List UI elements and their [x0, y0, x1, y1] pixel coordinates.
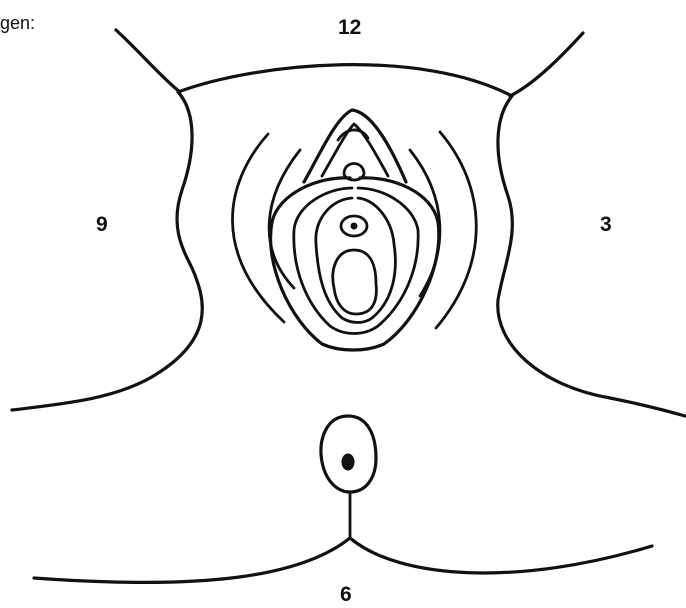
lower-oval-dot	[342, 454, 355, 471]
left-thigh-contour	[12, 92, 202, 410]
bottom-right-curve	[350, 538, 652, 573]
inner-right-fold	[410, 150, 440, 296]
outer-right-fold	[436, 132, 476, 328]
central-opening	[333, 250, 377, 314]
top-arc	[178, 65, 512, 96]
bottom-left-curve	[34, 538, 350, 582]
right-thigh-contour	[498, 96, 685, 416]
inner-labia	[294, 188, 418, 334]
upper-left-crease	[116, 30, 180, 92]
upper-ring-dot	[351, 223, 358, 230]
upper-hood	[304, 110, 406, 182]
outer-left-fold	[232, 134, 284, 322]
clock-label-12: 12	[338, 17, 361, 38]
clock-label-6: 6	[340, 584, 352, 605]
clock-label-3: 3	[600, 214, 612, 235]
clock-label-9: 9	[96, 214, 108, 235]
upper-right-crease	[510, 33, 583, 96]
